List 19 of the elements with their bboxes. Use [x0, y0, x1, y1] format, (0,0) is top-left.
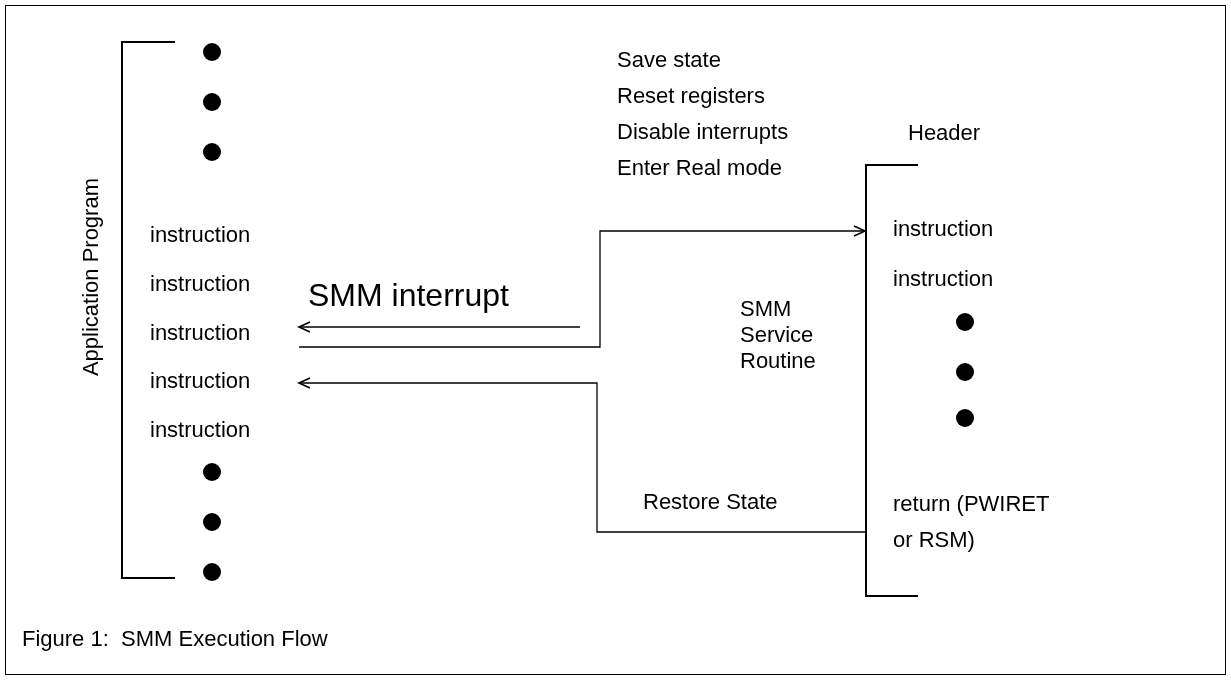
header-label: Header [908, 120, 981, 146]
instruction-text: instruction [150, 320, 251, 346]
step-text: Reset registers [617, 83, 765, 109]
instruction-text: instruction [150, 271, 251, 297]
step-text: Disable interrupts [617, 119, 789, 145]
instruction-text: instruction [893, 216, 994, 242]
arrow [298, 377, 866, 533]
step-text: Save state [617, 47, 721, 73]
step-text: Enter Real mode [617, 155, 783, 181]
vertical-label: Application Program [78, 178, 104, 377]
instruction-text: instruction [893, 266, 994, 292]
arrow [298, 225, 866, 348]
routine-label: SMM Service Routine [740, 296, 817, 374]
instruction-text: instruction [150, 368, 251, 394]
arrow [298, 321, 581, 333]
figure-caption: Figure 1: SMM Execution Flow [22, 626, 328, 652]
instruction-text: instruction [150, 222, 251, 248]
instruction-text: instruction [150, 417, 251, 443]
return-instruction: return (PWIRET or RSM) [893, 490, 1051, 554]
